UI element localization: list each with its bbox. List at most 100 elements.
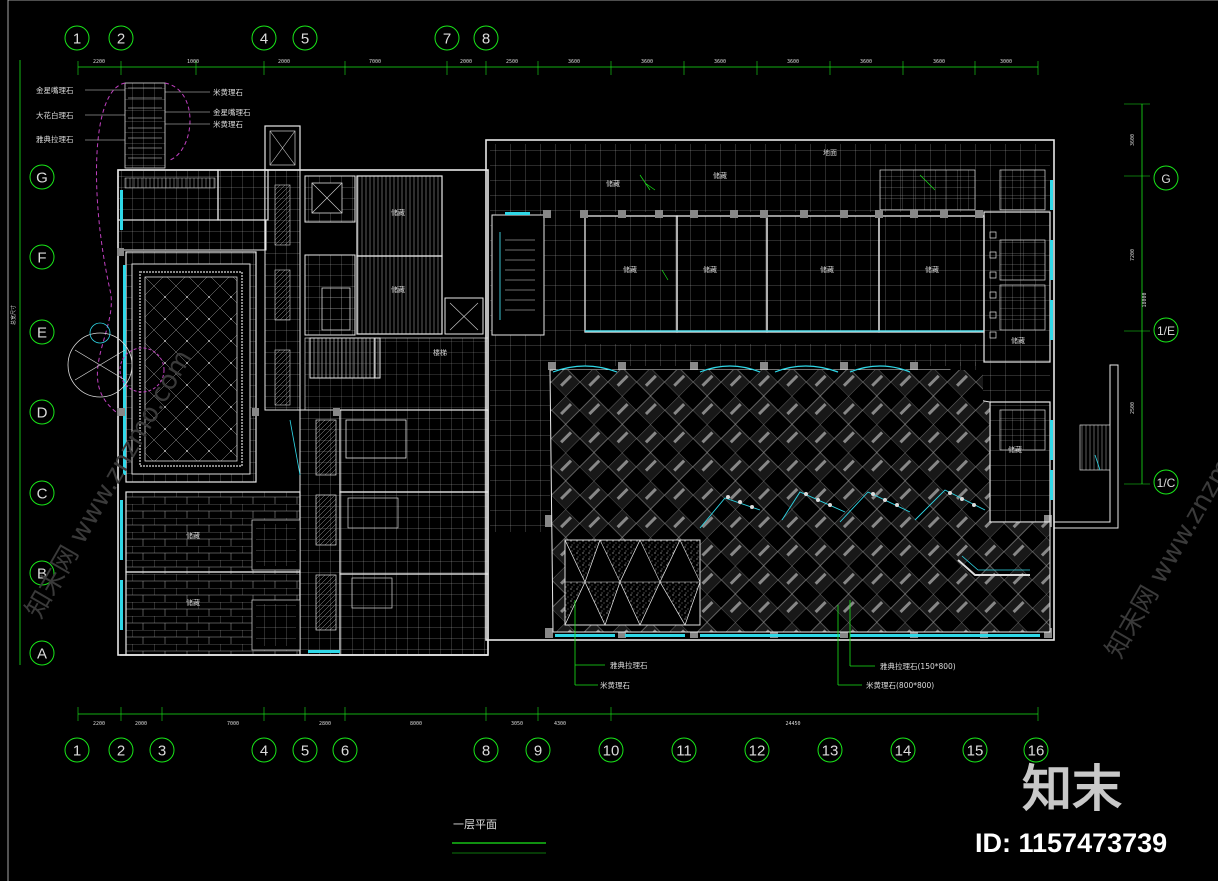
left-axis-marker-label: D xyxy=(37,405,48,422)
top-axis-marker-label: 2 xyxy=(117,31,125,48)
bottom-axis-marker-label: 6 xyxy=(341,743,349,760)
top-dim: 2000 xyxy=(460,59,472,65)
top-dim: 3600 xyxy=(568,59,580,65)
top-axis-marker: 2 xyxy=(108,25,134,51)
bottom-axis-marker: 14 xyxy=(890,737,916,763)
bottom-axis-marker-label: 10 xyxy=(603,743,620,760)
bottom-dim: 7000 xyxy=(227,721,239,727)
bottom-dim: 2200 xyxy=(93,721,105,727)
bottom-dim: 4300 xyxy=(554,721,566,727)
bottom-dim: 24450 xyxy=(785,721,800,727)
top-axis-marker-label: 1 xyxy=(73,31,81,48)
room-label: 储藏 xyxy=(1008,445,1022,454)
bottom-axis-marker: 9 xyxy=(525,737,551,763)
top-axis-marker-label: 7 xyxy=(443,31,451,48)
right-axis-marker-label: 1/E xyxy=(1157,324,1175,338)
right-axis-marker: 1/C xyxy=(1153,469,1179,495)
top-dim: 3600 xyxy=(641,59,653,65)
right-dimension-line: 3600 7200 18000 2500 xyxy=(1124,103,1150,485)
top-dim: 3600 xyxy=(714,59,726,65)
room-label: 储藏 xyxy=(186,531,200,540)
bottom-axis-marker: 1 xyxy=(64,737,90,763)
room-label: 储藏 xyxy=(623,265,637,274)
bottom-axis-marker: 10 xyxy=(598,737,624,763)
note-bottom-left-2: 米黄理石 xyxy=(600,680,630,690)
right-dim-2: 7200 xyxy=(1130,249,1136,261)
bottom-axis-marker-label: 3 xyxy=(158,743,166,760)
right-axis-marker-label: 1/C xyxy=(1157,476,1176,490)
top-dim: 7000 xyxy=(369,59,381,65)
legend-left-2: 大花白理石 xyxy=(36,110,74,120)
top-axis-marker: 5 xyxy=(292,25,318,51)
bottom-dim: 2000 xyxy=(135,721,147,727)
top-left-legend: 金星嘴理石 大花白理石 雅典拉理石 米黄理石 金星嘴理石 米黄理石 xyxy=(36,85,251,144)
bottom-axis-marker-label: 1 xyxy=(73,743,81,760)
bottom-axis-marker-label: 12 xyxy=(749,743,766,760)
room-label: 储藏 xyxy=(186,598,200,607)
left-building xyxy=(117,125,489,656)
left-axis-marker: A xyxy=(29,640,55,666)
left-axis-marker-label: E xyxy=(37,325,47,342)
bottom-axis-marker-label: 14 xyxy=(895,743,912,760)
top-dim: 2000 xyxy=(278,59,290,65)
bottom-axis-marker: 16 xyxy=(1023,737,1049,763)
room-label: 储藏 xyxy=(703,265,717,274)
top-axis-marker-label: 5 xyxy=(301,31,309,48)
room-label: 储藏 xyxy=(391,285,405,294)
left-dimension-line: 总宽尺寸 xyxy=(10,60,21,665)
room-label: 储藏 xyxy=(713,171,727,180)
note-bottom-left-1: 雅典拉理石 xyxy=(610,660,648,670)
top-axis-markers: 1 2 4 5 7 8 xyxy=(64,25,499,51)
top-axis-marker: 7 xyxy=(434,25,460,51)
bottom-axis-marker-label: 2 xyxy=(117,743,125,760)
right-axis-marker-label: G xyxy=(1161,172,1170,186)
top-dim: 3600 xyxy=(860,59,872,65)
left-axis-marker: B xyxy=(29,560,55,586)
entry-stair xyxy=(67,82,191,416)
bottom-axis-marker: 3 xyxy=(149,737,175,763)
right-axis-marker: 1/E xyxy=(1153,317,1179,343)
left-axis-marker: C xyxy=(29,480,55,506)
left-axis-marker-label: F xyxy=(37,250,46,267)
bottom-axis-marker: 15 xyxy=(962,737,988,763)
right-dim-3: 18000 xyxy=(1142,292,1148,307)
bottom-axis-marker: 11 xyxy=(671,737,697,763)
bottom-axis-marker-label: 16 xyxy=(1028,743,1045,760)
watermark-id: ID: 1157473739 xyxy=(975,828,1167,858)
watermark-logo: 知末 xyxy=(1022,760,1122,818)
room-label: 储藏 xyxy=(606,179,620,188)
top-axis-marker: 4 xyxy=(251,25,277,51)
sheet-frame xyxy=(7,0,1218,881)
bottom-axis-marker-label: 11 xyxy=(676,743,692,760)
bottom-axis-marker-label: 15 xyxy=(967,743,984,760)
bottom-axis-marker-label: 9 xyxy=(534,743,542,760)
note-bottom-right-1: 雅典拉理石(150*800) xyxy=(880,661,956,671)
note-bottom-right-2: 米黄理石(800*800) xyxy=(866,680,934,690)
legend-left-3: 雅典拉理石 xyxy=(36,134,74,144)
title-text: 一层平面 xyxy=(453,818,497,831)
legend-right-3: 米黄理石 xyxy=(213,119,243,129)
room-label: 储藏 xyxy=(1011,336,1025,345)
bottom-dim: 3050 xyxy=(511,721,523,727)
top-axis-marker: 8 xyxy=(473,25,499,51)
bottom-dim: 2800 xyxy=(319,721,331,727)
right-dim-1: 3600 xyxy=(1130,134,1136,146)
top-axis-marker: 1 xyxy=(64,25,90,51)
bottom-axis-marker: 6 xyxy=(332,737,358,763)
legend-right-1: 米黄理石 xyxy=(213,87,243,97)
top-dim: 3600 xyxy=(933,59,945,65)
room-label: 楼梯 xyxy=(433,348,447,357)
room-label: 地面 xyxy=(823,148,837,157)
bottom-axis-marker: 4 xyxy=(251,737,277,763)
bottom-axis-marker: 5 xyxy=(292,737,318,763)
right-axis-marker: G xyxy=(1153,165,1179,191)
top-dim: 3600 xyxy=(787,59,799,65)
bottom-axis-marker: 2 xyxy=(108,737,134,763)
right-dim-4: 2500 xyxy=(1130,402,1136,414)
top-axis-marker-label: 8 xyxy=(482,31,490,48)
